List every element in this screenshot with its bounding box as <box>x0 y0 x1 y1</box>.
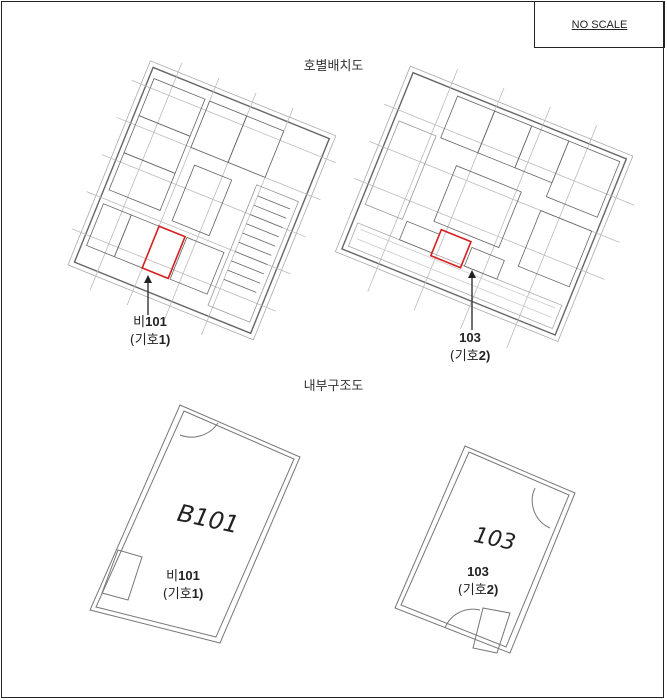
symbol-open: (기호 <box>457 583 487 598</box>
room-code-103: 103 <box>472 523 518 556</box>
plan-label-b101: 비101 (기호1) <box>100 313 200 349</box>
floor-plan-103 <box>334 65 635 348</box>
floor-plan-b101 <box>67 60 337 341</box>
interior-label-b101: 비101 (기호1) <box>133 567 233 603</box>
unit-prefix: 비 <box>166 569 179 584</box>
interior-plan-b101: B101 <box>89 404 301 644</box>
symbol-open: (기호 <box>129 333 159 348</box>
plan-label-103: 103 (기호2) <box>420 329 520 365</box>
unit-number: 101 <box>145 314 167 329</box>
interior-title: 내부구조도 <box>303 379 364 394</box>
symbol-number: 1 <box>158 332 166 347</box>
symbol-close: ) <box>485 348 491 363</box>
symbol-close: ) <box>165 332 171 347</box>
symbol-number: 1 <box>191 586 199 601</box>
symbol-number: 2 <box>486 582 494 597</box>
no-scale-box: NO SCALE <box>534 1 665 48</box>
symbol-open: (기호 <box>449 349 479 364</box>
unit-number: 103 <box>459 330 481 345</box>
unit-number: 103 <box>467 564 489 579</box>
symbol-open: (기호 <box>162 587 192 602</box>
no-scale-label: NO SCALE <box>571 18 628 31</box>
unit-number: 101 <box>178 568 200 583</box>
interior-label-103: 103 (기호2) <box>428 563 528 599</box>
symbol-close: ) <box>198 586 204 601</box>
layout-title: 호별배치도 <box>303 59 364 74</box>
unit-prefix: 비 <box>133 315 146 330</box>
symbol-number: 2 <box>478 348 486 363</box>
room-code-b101: B101 <box>175 499 242 539</box>
interior-plan-103: 103 <box>394 445 576 654</box>
symbol-close: ) <box>493 582 499 597</box>
